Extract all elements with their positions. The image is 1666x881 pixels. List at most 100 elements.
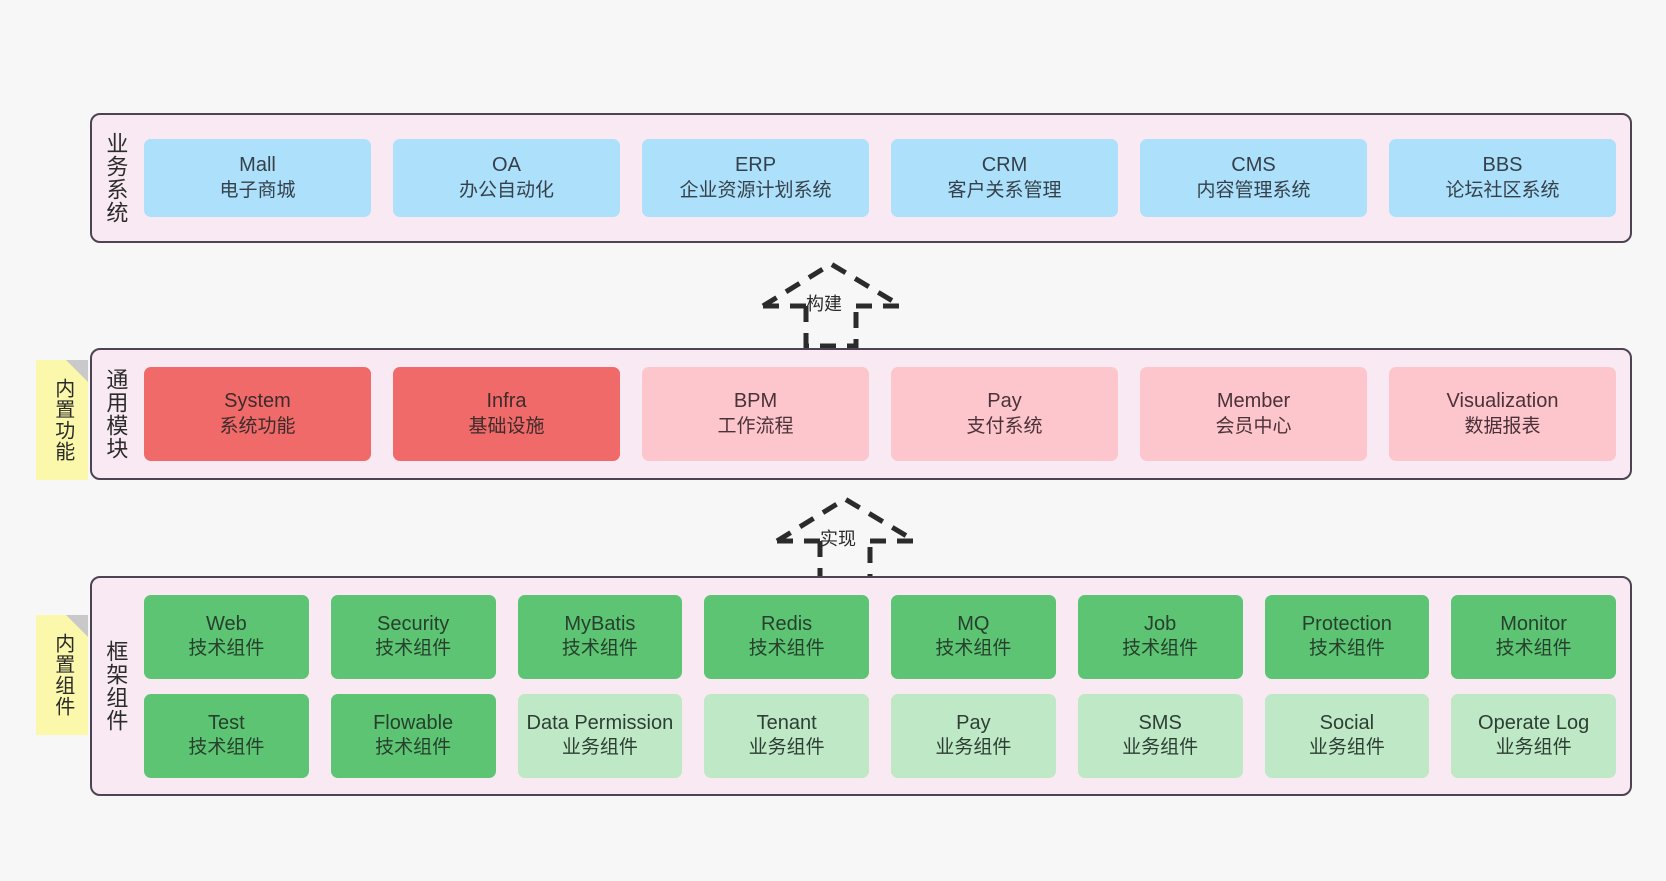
card-operate-log-name: Operate Log [1478, 711, 1590, 734]
card-sms[interactable]: SMS 业务组件 [1077, 693, 1243, 778]
build-arrow-label: 构建 [806, 294, 842, 314]
layer-framework-component-body: Web 技术组件 Security 技术组件 MyBatis 技术组件 Redi… [138, 578, 1630, 794]
card-tenant-name: Tenant [756, 711, 817, 734]
card-oa-name: OA [492, 154, 521, 177]
layer-common-module[interactable]: 通用模块 System 系统功能 Infra 基础设施 BPM 工作流程 Pay… [90, 348, 1632, 480]
card-infra-desc: 基础设施 [468, 415, 545, 437]
card-protection-desc: 技术组件 [1308, 638, 1385, 660]
layer-framework-component[interactable]: 框架组件 Web 技术组件 Security 技术组件 MyBatis 技术组件… [90, 576, 1632, 796]
card-web[interactable]: Web 技术组件 [144, 594, 309, 679]
card-infra[interactable]: Infra 基础设施 [393, 367, 620, 461]
card-system[interactable]: System 系统功能 [144, 367, 371, 461]
card-mq[interactable]: MQ 技术组件 [891, 594, 1056, 679]
card-redis[interactable]: Redis 技术组件 [704, 594, 869, 679]
card-pay-module-desc: 支付系统 [966, 415, 1043, 437]
card-redis-desc: 技术组件 [748, 638, 825, 660]
card-mybatis[interactable]: MyBatis 技术组件 [517, 594, 683, 679]
card-cms-desc: 内容管理系统 [1196, 179, 1311, 201]
card-pay-module[interactable]: Pay 支付系统 [891, 367, 1118, 461]
card-visualization-name: Visualization [1446, 390, 1559, 413]
card-operate-log[interactable]: Operate Log 业务组件 [1451, 693, 1616, 778]
card-test[interactable]: Test 技术组件 [144, 693, 309, 778]
card-pay-component-name: Pay [956, 711, 991, 734]
card-tenant[interactable]: Tenant 业务组件 [704, 693, 869, 778]
card-data-permission[interactable]: Data Permission 业务组件 [517, 693, 683, 778]
card-mall-name: Mall [239, 154, 276, 177]
card-job-desc: 技术组件 [1122, 638, 1199, 660]
card-data-permission-desc: 业务组件 [561, 737, 638, 759]
card-pay-component-desc: 业务组件 [935, 737, 1012, 759]
card-mybatis-name: MyBatis [564, 612, 636, 635]
build-arrow: 构建 [758, 258, 908, 349]
card-erp-name: ERP [734, 154, 777, 177]
card-security-desc: 技术组件 [375, 638, 452, 660]
card-protection[interactable]: Protection 技术组件 [1264, 594, 1430, 679]
card-erp[interactable]: ERP 企业资源计划系统 [642, 139, 869, 217]
card-visualization[interactable]: Visualization 数据报表 [1389, 367, 1616, 461]
card-test-name: Test [208, 711, 245, 734]
card-security[interactable]: Security 技术组件 [330, 594, 496, 679]
framework-business-card-row: Test 技术组件 Flowable 技术组件 Data Permission … [144, 693, 1616, 778]
card-mall[interactable]: Mall 电子商城 [144, 139, 371, 217]
card-mall-desc: 电子商城 [219, 179, 296, 201]
card-cms[interactable]: CMS 内容管理系统 [1140, 139, 1367, 217]
card-oa-desc: 办公自动化 [458, 179, 554, 201]
layer-business-system[interactable]: 业务系统 Mall 电子商城 OA 办公自动化 ERP 企业资源计划系统 CRM… [90, 113, 1632, 243]
common-module-card-row: System 系统功能 Infra 基础设施 BPM 工作流程 Pay 支付系统… [144, 367, 1616, 461]
card-mq-name: MQ [957, 612, 990, 635]
card-job[interactable]: Job 技术组件 [1077, 594, 1243, 679]
card-mybatis-desc: 技术组件 [561, 638, 638, 660]
card-monitor[interactable]: Monitor 技术组件 [1451, 594, 1616, 679]
card-redis-name: Redis [761, 612, 813, 635]
card-cms-name: CMS [1231, 154, 1276, 177]
card-social-desc: 业务组件 [1308, 737, 1385, 759]
card-system-desc: 系统功能 [219, 415, 296, 437]
card-sms-desc: 业务组件 [1122, 737, 1199, 759]
framework-tech-card-row: Web 技术组件 Security 技术组件 MyBatis 技术组件 Redi… [144, 594, 1616, 679]
card-member[interactable]: Member 会员中心 [1140, 367, 1367, 461]
card-member-name: Member [1216, 390, 1291, 413]
card-data-permission-name: Data Permission [526, 711, 674, 734]
card-social[interactable]: Social 业务组件 [1264, 693, 1430, 778]
card-bpm-name: BPM [733, 390, 778, 413]
card-oa[interactable]: OA 办公自动化 [393, 139, 620, 217]
card-system-name: System [224, 390, 291, 413]
build-arrow-icon [761, 261, 903, 349]
card-erp-desc: 企业资源计划系统 [679, 179, 832, 201]
card-monitor-desc: 技术组件 [1495, 638, 1572, 660]
card-visualization-desc: 数据报表 [1464, 415, 1541, 437]
sticky-builtin-feature[interactable]: 内置功能 [36, 360, 88, 480]
layer-common-module-title: 通用模块 [103, 368, 129, 460]
card-social-name: Social [1319, 711, 1375, 734]
layer-common-module-body: System 系统功能 Infra 基础设施 BPM 工作流程 Pay 支付系统… [138, 350, 1630, 478]
card-bbs-desc: 论坛社区系统 [1445, 179, 1560, 201]
card-security-name: Security [377, 612, 450, 635]
sticky-builtin-component-label: 内置组件 [51, 633, 74, 717]
card-bbs[interactable]: BBS 论坛社区系统 [1389, 139, 1616, 217]
implement-arrow: 实现 [772, 493, 922, 584]
card-member-desc: 会员中心 [1215, 415, 1292, 437]
card-crm-desc: 客户关系管理 [947, 179, 1062, 201]
card-flowable-name: Flowable [373, 711, 454, 734]
card-crm[interactable]: CRM 客户关系管理 [891, 139, 1118, 217]
card-flowable[interactable]: Flowable 技术组件 [330, 693, 496, 778]
card-bpm[interactable]: BPM 工作流程 [642, 367, 869, 461]
layer-business-system-title: 业务系统 [103, 132, 129, 224]
card-test-desc: 技术组件 [188, 737, 265, 759]
card-flowable-desc: 技术组件 [375, 737, 452, 759]
business-system-card-row: Mall 电子商城 OA 办公自动化 ERP 企业资源计划系统 CRM 客户关系… [144, 139, 1616, 217]
card-tenant-desc: 业务组件 [748, 737, 825, 759]
card-infra-name: Infra [486, 390, 527, 413]
card-pay-module-name: Pay [987, 390, 1022, 413]
sticky-builtin-feature-label: 内置功能 [51, 378, 74, 462]
card-bpm-desc: 工作流程 [717, 415, 794, 437]
card-protection-name: Protection [1301, 612, 1392, 635]
card-job-name: Job [1144, 612, 1177, 635]
card-pay-component[interactable]: Pay 业务组件 [891, 693, 1056, 778]
implement-arrow-label: 实现 [820, 529, 856, 549]
card-bbs-name: BBS [1482, 154, 1523, 177]
card-web-name: Web [205, 612, 247, 635]
card-mq-desc: 技术组件 [935, 638, 1012, 660]
sticky-builtin-component[interactable]: 内置组件 [36, 615, 88, 735]
card-sms-name: SMS [1138, 711, 1182, 734]
